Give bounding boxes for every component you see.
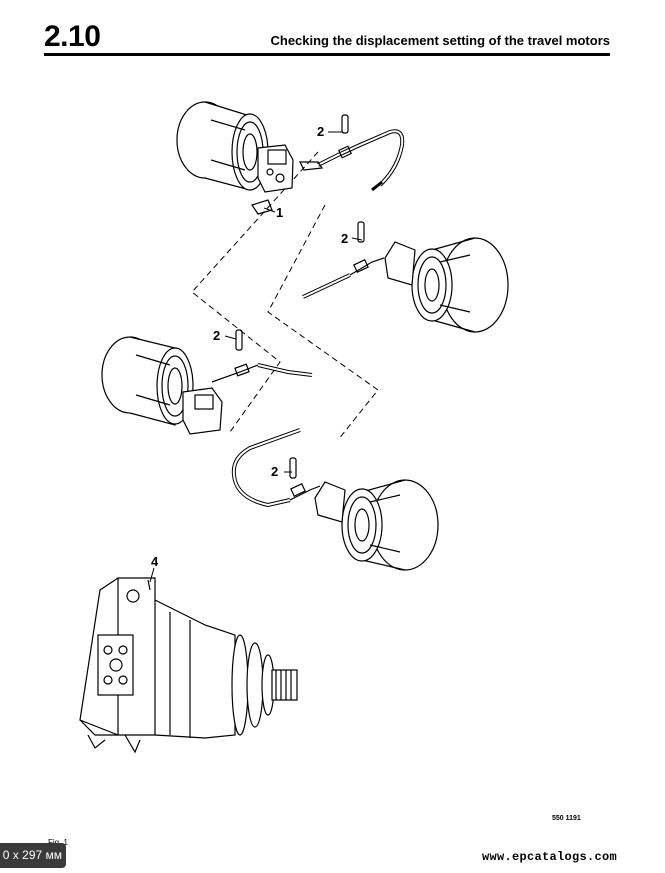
travel-motor-4 xyxy=(314,479,439,571)
callout-2-top: 2 xyxy=(317,124,325,139)
hose-1 xyxy=(251,114,405,215)
travel-motor-3 xyxy=(101,336,223,435)
travel-motor-2 xyxy=(384,237,509,333)
hose-4 xyxy=(231,428,321,508)
hose-3 xyxy=(211,329,313,383)
figure-caption: Fig. 1 xyxy=(48,838,69,847)
figure-reference: 550 1191 xyxy=(552,815,581,822)
section-number: 2.10 xyxy=(44,20,101,53)
callout-leaders xyxy=(149,131,363,583)
section-title: Checking the displacement setting of the… xyxy=(270,33,610,48)
callout-1: 1 xyxy=(276,205,284,220)
frame-dashed-lines xyxy=(191,151,379,441)
watermark: www.epcatalogs.com xyxy=(481,850,617,864)
hose-2 xyxy=(302,221,385,299)
travel-motor-1 xyxy=(176,101,294,193)
page-size-label: 0 x 297 мм xyxy=(0,843,66,868)
callout-2-right-upper: 2 xyxy=(341,231,349,246)
callout-4: 4 xyxy=(151,554,159,569)
callout-2-right-lower: 2 xyxy=(271,464,279,479)
callout-2-left-lower: 2 xyxy=(213,328,221,343)
hydraulic-motor-detail xyxy=(79,577,298,754)
page-header: 2.10 Checking the displacement setting o… xyxy=(44,22,610,56)
